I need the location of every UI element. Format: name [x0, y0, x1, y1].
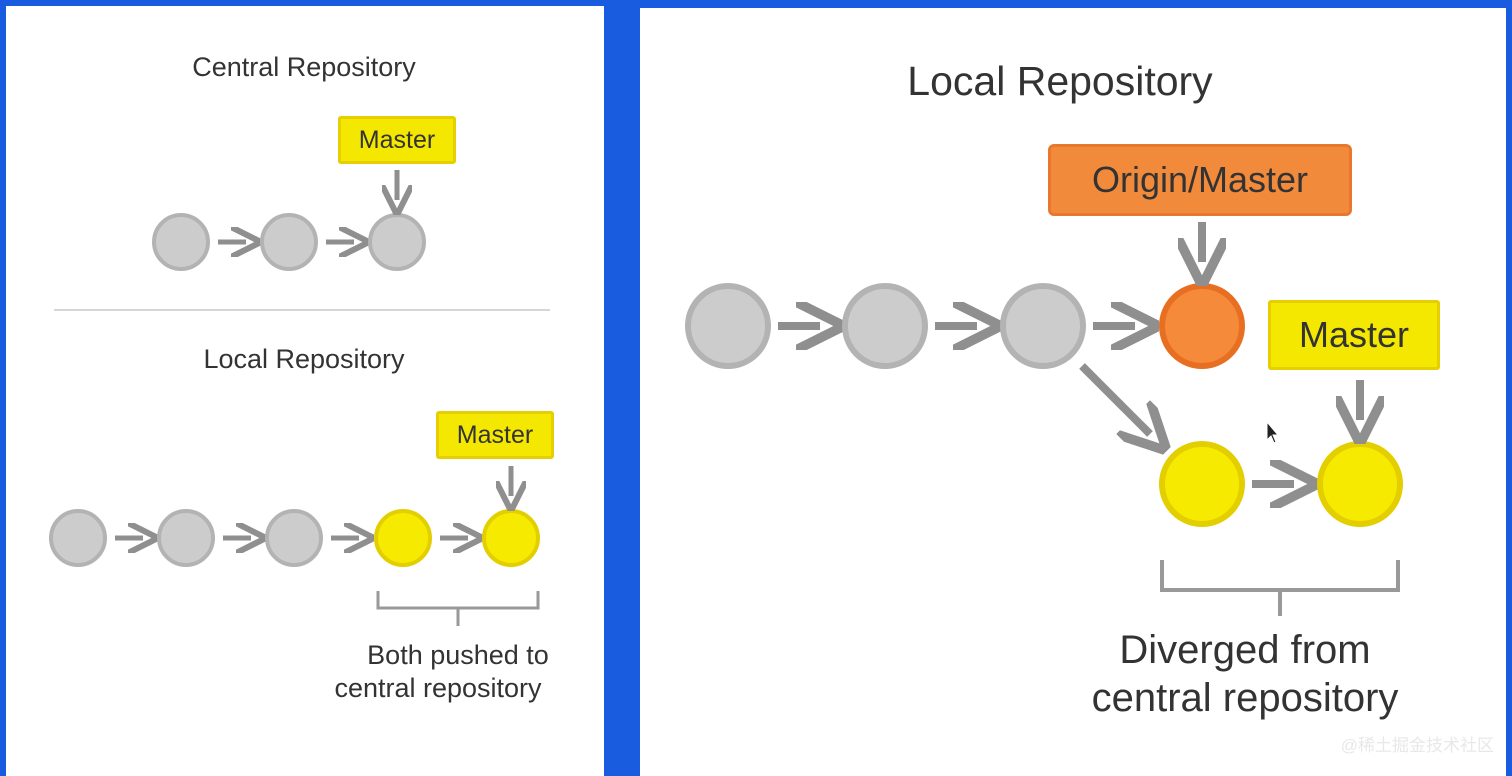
local-commit-3	[265, 509, 323, 567]
diverged-bracket	[1160, 560, 1400, 616]
central-vs-local-panel: Central Repository Master Local Reposito…	[6, 6, 604, 776]
central-master-tag: Master	[338, 116, 456, 164]
main-commit-row	[685, 222, 1245, 369]
origin-master-tag: Origin/Master	[1048, 144, 1352, 216]
commit-2	[842, 283, 928, 369]
diverged-commit-row	[1079, 363, 1403, 616]
central-commit-2	[260, 213, 318, 271]
diverged-commit-2	[1317, 441, 1403, 527]
local-commit-row	[49, 466, 540, 626]
origin-commit	[1159, 283, 1245, 369]
local-commit-1	[49, 509, 107, 567]
diverged-commit-1	[1159, 441, 1245, 527]
pushed-bracket	[376, 591, 540, 626]
diverged-note-line-2: central repository	[1091, 676, 1399, 720]
commit-3	[1000, 283, 1086, 369]
master-tag: Master	[1268, 300, 1440, 370]
pushed-note-line-2: central repository	[334, 673, 542, 703]
local-repository-title: Local Repository	[203, 344, 405, 374]
right-diagram-graphics	[685, 222, 1403, 616]
local-commit-5	[482, 509, 540, 567]
local-repository-title: Local Repository	[907, 58, 1213, 104]
commit-1	[685, 283, 771, 369]
mouse-cursor-icon	[1266, 420, 1280, 444]
central-commit-1	[152, 213, 210, 271]
central-commit-3	[368, 213, 426, 271]
local-commit-4	[374, 509, 432, 567]
branch-arrow	[1079, 363, 1150, 434]
diverged-note-line-1: Diverged from	[1119, 628, 1371, 672]
watermark-text: @稀土掘金技术社区	[1340, 736, 1494, 755]
local-commit-2	[157, 509, 215, 567]
pushed-note-line-1: Both pushed to	[367, 640, 549, 670]
diverged-local-panel: Local Repository Origin/Master Master Di…	[640, 8, 1506, 776]
central-repository-title: Central Repository	[192, 52, 416, 82]
local-master-tag: Master	[436, 411, 554, 459]
central-commit-row	[152, 170, 426, 271]
left-diagram-graphics	[49, 170, 550, 626]
